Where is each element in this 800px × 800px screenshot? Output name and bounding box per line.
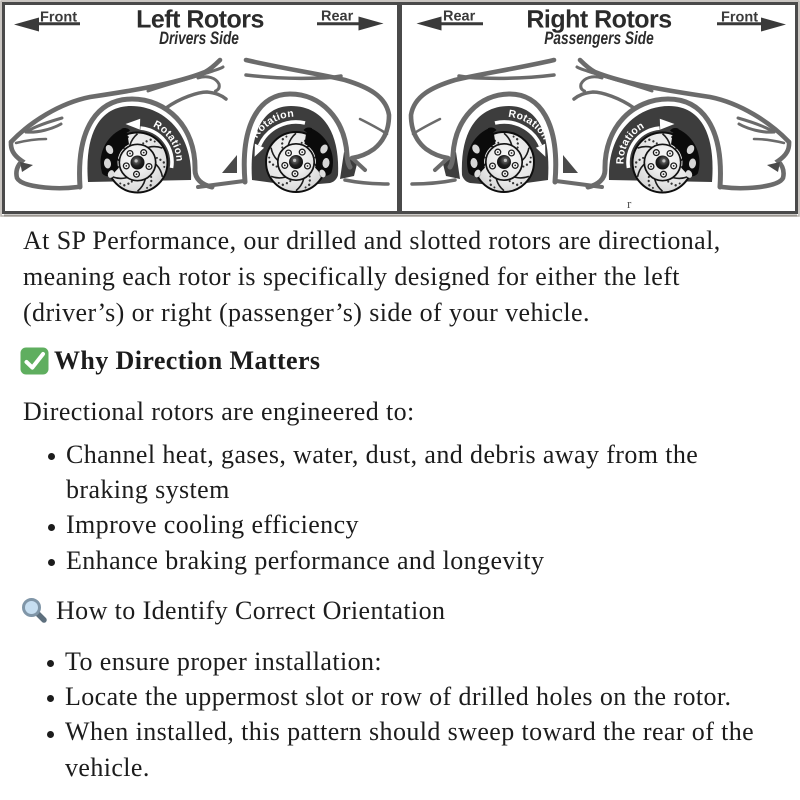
svg-text:Drivers Side: Drivers Side <box>159 28 239 48</box>
svg-text:Rear: Rear <box>443 9 476 25</box>
svg-text:Rear: Rear <box>321 9 354 25</box>
svg-text:Passengers Side: Passengers Side <box>544 28 654 48</box>
svg-text:Front: Front <box>40 10 77 26</box>
svg-text:Front: Front <box>721 10 758 26</box>
svg-text:Left Rotors: Left Rotors <box>136 6 264 34</box>
svg-text:Right Rotors: Right Rotors <box>526 6 671 34</box>
svg-text:r: r <box>627 196 632 211</box>
